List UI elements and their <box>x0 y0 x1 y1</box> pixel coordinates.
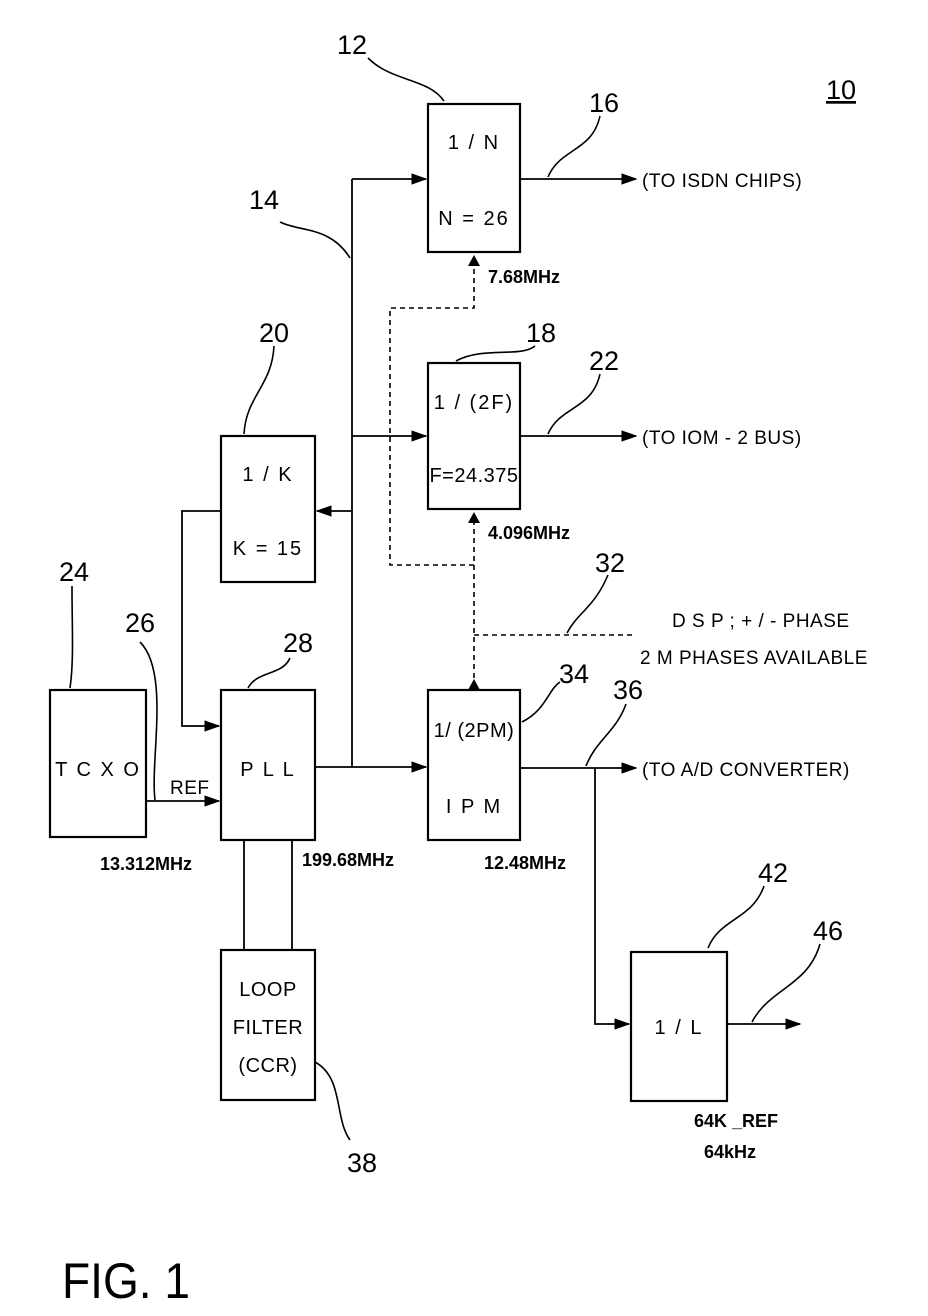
ref-24: 24 <box>59 557 89 587</box>
ipm-label: I P M <box>446 796 502 818</box>
divider-n-value: N = 26 <box>438 208 509 230</box>
ipm-ratio: 1/ (2PM) <box>434 720 515 742</box>
freq-pll: 199.68MHz <box>302 850 394 870</box>
divider-n-arrowhead <box>468 255 480 266</box>
ref-32: 32 <box>595 548 625 578</box>
ref-14: 14 <box>249 185 279 215</box>
ipm-to-divider-l-wire <box>595 768 629 1024</box>
leader-42 <box>708 886 764 948</box>
divider-l-block: 1 / L <box>631 952 727 1101</box>
ref-10: 10 <box>826 75 856 105</box>
leader-34 <box>522 682 560 722</box>
leader-38 <box>315 1062 350 1140</box>
pll-label: P L L <box>240 759 296 781</box>
divider-k-ratio: 1 / K <box>242 464 293 486</box>
leader-24 <box>70 586 73 688</box>
ref-46: 46 <box>813 916 843 946</box>
ref-12: 12 <box>337 30 367 60</box>
dsp-label-line2: 2 M PHASES AVAILABLE <box>640 648 868 669</box>
leader-22 <box>548 374 600 434</box>
divider-2f-value: F=24.375 <box>429 465 518 487</box>
divider-k-block: 1 / K K = 15 <box>221 436 315 582</box>
leader-14 <box>280 222 350 258</box>
ipm-block: 1/ (2PM) I P M <box>428 690 520 840</box>
leader-28 <box>248 658 290 688</box>
figure-title: FIG. 1 <box>62 1253 190 1309</box>
ref-name-64k: 64K _REF <box>694 1111 778 1131</box>
ref-16: 16 <box>589 88 619 118</box>
ad-converter-label: (TO A/D CONVERTER) <box>642 760 850 781</box>
leader-46 <box>752 944 820 1022</box>
leader-36 <box>586 704 626 766</box>
ref-20: 20 <box>259 318 289 348</box>
leader-12 <box>368 58 444 101</box>
ref-18: 18 <box>526 318 556 348</box>
divider-k-value: K = 15 <box>233 538 303 560</box>
freq-tcxo: 13.312MHz <box>100 854 192 874</box>
leader-16 <box>548 116 600 177</box>
divider-n-block: 1 / N N = 26 <box>428 104 520 252</box>
loop-filter-block: LOOP FILTER (CCR) <box>221 950 315 1100</box>
ref-22: 22 <box>589 346 619 376</box>
freq-ipm: 12.48MHz <box>484 853 566 873</box>
signal-wires <box>146 179 800 1024</box>
tcxo-block: T C X O <box>50 690 146 837</box>
freq-64k: 64kHz <box>704 1142 756 1162</box>
ref-36: 36 <box>613 675 643 705</box>
divider-l-ratio: 1 / L <box>655 1017 704 1039</box>
ref-34: 34 <box>559 659 589 689</box>
tcxo-label: T C X O <box>55 759 141 781</box>
ref-28: 28 <box>283 628 313 658</box>
iom-label: (TO IOM - 2 BUS) <box>642 428 802 449</box>
leader-20 <box>244 346 274 434</box>
pll-block: P L L <box>221 690 315 840</box>
freq-iom: 4.096MHz <box>488 523 570 543</box>
ref-signal-label: REF <box>170 778 210 799</box>
divider-2f-arrowhead <box>468 512 480 523</box>
leader-32 <box>567 575 608 633</box>
loop-filter-line1: LOOP <box>239 979 297 1001</box>
divider-2f-block: 1 / (2F) F=24.375 <box>428 363 520 509</box>
dsp-label-line1: D S P ; + / - PHASE <box>672 611 850 632</box>
freq-isdn: 7.68MHz <box>488 267 560 287</box>
loop-filter-line3: (CCR) <box>238 1055 297 1077</box>
isdn-label: (TO ISDN CHIPS) <box>642 171 802 192</box>
divider-2f-ratio: 1 / (2F) <box>434 392 514 414</box>
feedback-to-pll-wire <box>182 511 221 726</box>
ipm-arrowhead <box>468 679 480 690</box>
ref-26: 26 <box>125 608 155 638</box>
leader-18 <box>456 346 535 361</box>
ref-42: 42 <box>758 858 788 888</box>
ref-38: 38 <box>347 1148 377 1178</box>
divider-n-ratio: 1 / N <box>448 132 500 154</box>
loop-filter-line2: FILTER <box>233 1017 303 1039</box>
